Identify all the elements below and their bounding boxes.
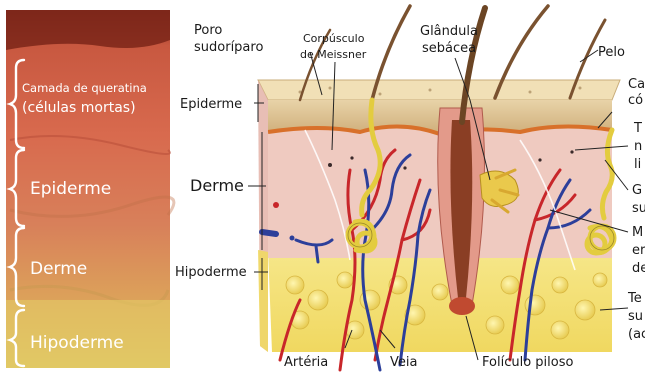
photo-label-dermis: Derme bbox=[30, 259, 87, 279]
label-right-2b: n bbox=[634, 139, 642, 154]
label-right-5a: Te bbox=[627, 291, 642, 306]
label-hair: Pelo bbox=[598, 45, 625, 60]
label-vein: Veia bbox=[390, 355, 417, 370]
photo-label-epidermis: Epiderme bbox=[30, 179, 111, 199]
label-right-4b: er bbox=[632, 243, 645, 258]
label-right-2a: T bbox=[633, 121, 642, 136]
label-right-3b: su bbox=[632, 201, 645, 216]
label-right-3a: G bbox=[632, 183, 642, 198]
photo-label-hypodermis: Hipoderme bbox=[30, 333, 124, 353]
label-right-4c: de bbox=[632, 261, 645, 276]
label-dermis: Derme bbox=[190, 176, 244, 195]
label-right-2c: li bbox=[634, 157, 641, 172]
label-artery: Artéria bbox=[284, 355, 328, 370]
skin-photo: Camada de queratina (células mortas) Epi… bbox=[0, 0, 176, 374]
label-right-5c: (ac bbox=[628, 327, 645, 342]
label-sweat-pore-2: sudoríparo bbox=[194, 40, 263, 55]
label-follicle: Folículo piloso bbox=[482, 355, 573, 370]
label-sweat-pore-1: Poro bbox=[194, 23, 222, 38]
label-epidermis: Epiderme bbox=[180, 97, 242, 112]
label-right-1a: Ca bbox=[628, 77, 645, 92]
label-right-4a: M bbox=[632, 225, 643, 240]
photo-label-stratum: Camada de queratina bbox=[22, 81, 147, 95]
label-hypodermis: Hipoderme bbox=[175, 265, 247, 280]
label-sebaceous-1: Glândula bbox=[420, 24, 478, 39]
label-right-5b: su bbox=[628, 309, 643, 324]
photo-label-stratum-note: (células mortas) bbox=[22, 100, 136, 116]
label-meissner-2: de Meissner bbox=[300, 48, 367, 61]
label-sebaceous-2: sebácea bbox=[422, 41, 476, 56]
label-right-1b: có bbox=[628, 93, 643, 108]
label-meissner-1: Corpúsculo bbox=[303, 32, 365, 45]
